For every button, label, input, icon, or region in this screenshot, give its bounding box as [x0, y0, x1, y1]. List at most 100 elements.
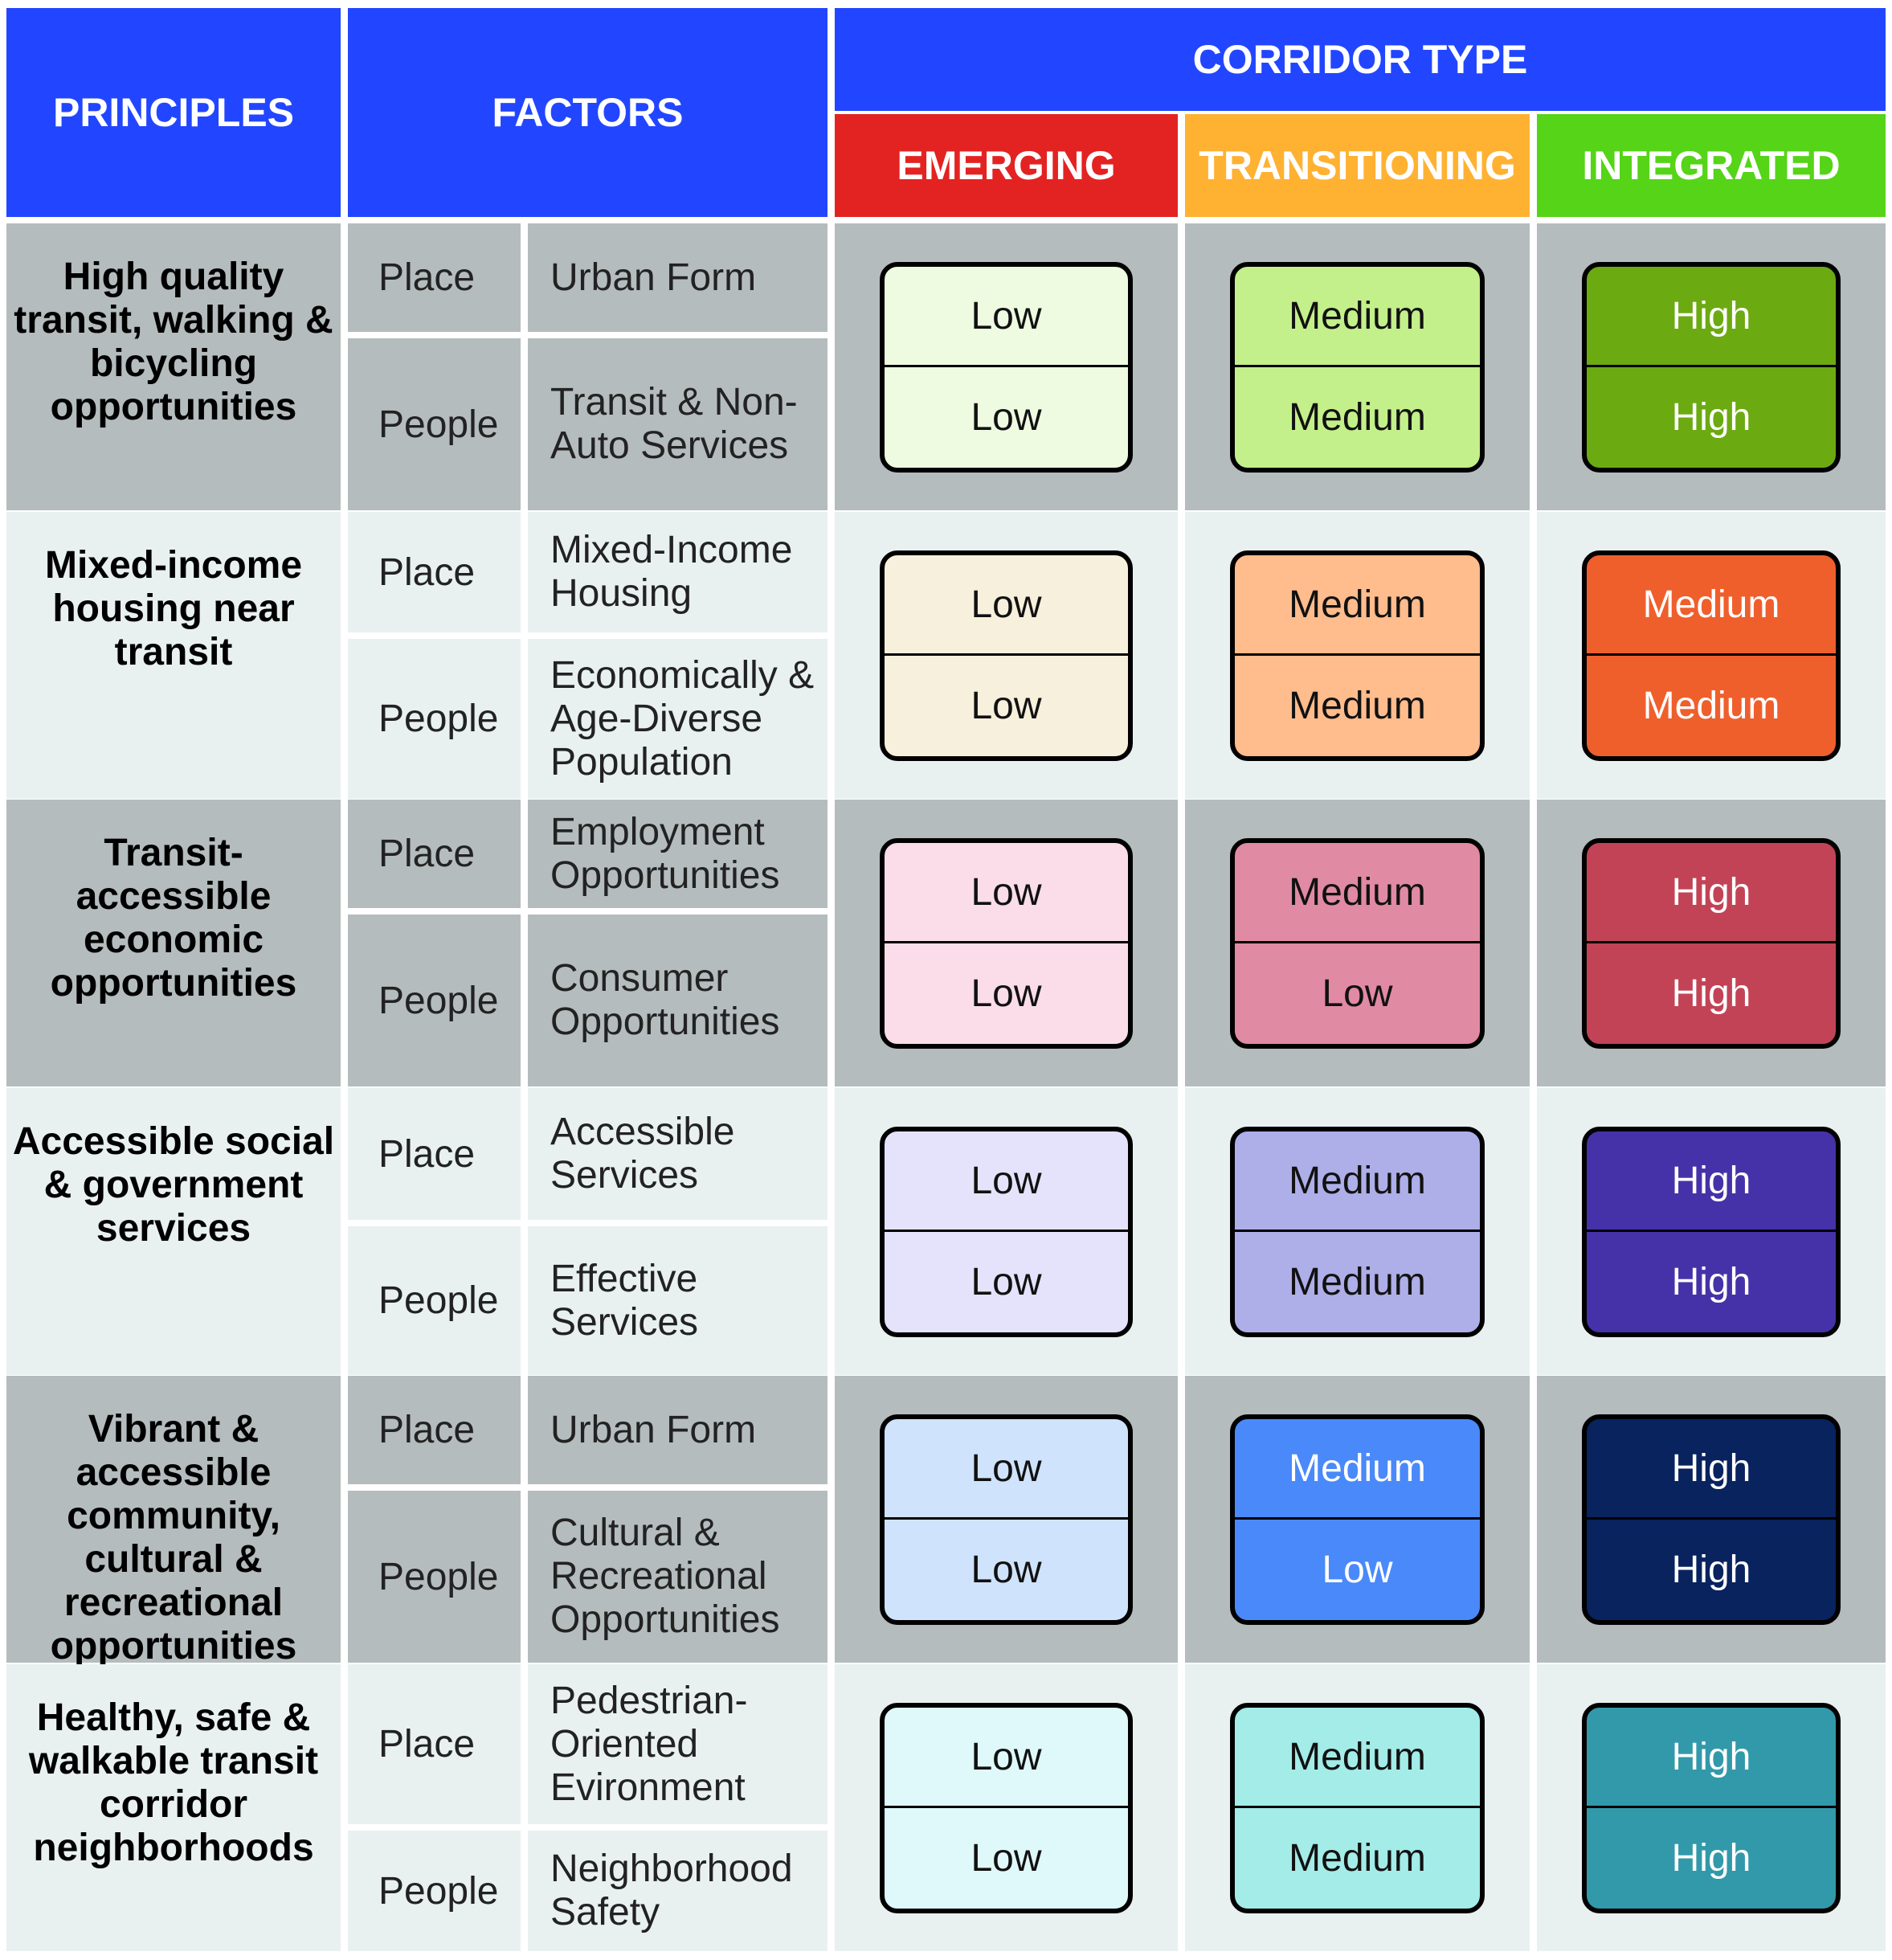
factor-name-people: Consumer Opportunities [528, 915, 827, 1086]
factor-type-people: People [348, 1831, 521, 1951]
factor-name-place: Urban Form [528, 1376, 827, 1484]
factor-type-people: People [348, 338, 521, 510]
transitioning-rating-people: Medium [1289, 396, 1426, 439]
transitioning-rating-people: Medium [1289, 1261, 1426, 1303]
principle-cell: Vibrant & accessible community, cultural… [6, 1376, 341, 1667]
factor-type-people: People [348, 639, 521, 799]
emerging-rating-people: Low [971, 1549, 1042, 1591]
factor-name-people: Neighborhood Safety [528, 1831, 827, 1951]
emerging-header: EMERGING [835, 114, 1178, 217]
transitioning-rating-place: Medium [1235, 1708, 1480, 1808]
factor-type-people: People [348, 915, 521, 1086]
transitioning-rating-people: Medium [1289, 1837, 1426, 1880]
factor-name-place: Employment Opportunities [528, 800, 827, 908]
emerging-rating-place: Low [885, 843, 1128, 943]
emerging-rating-place: Low [885, 1131, 1128, 1232]
emerging-rating-people: Low [971, 396, 1042, 439]
factor-type-people: People [348, 1491, 521, 1663]
principle-cell: High quality transit, walking & bicyclin… [6, 223, 341, 510]
principle-cell: Transit-accessible economic opportunitie… [6, 800, 341, 1086]
principles-header: PRINCIPLES [6, 8, 341, 217]
transitioning-rating-place: Medium [1235, 1419, 1480, 1520]
integrated-rating-people: High [1671, 1549, 1751, 1591]
integrated-rating-place: Medium [1587, 555, 1836, 656]
transitioning-header: TRANSITIONING [1185, 114, 1530, 217]
factor-type-place: Place [348, 512, 521, 632]
emerging-rating-place: Low [885, 555, 1128, 656]
transitioning-rating-place: Medium [1235, 1131, 1480, 1232]
emerging-rating-people: Low [971, 1261, 1042, 1303]
integrated-rating-people: High [1671, 1261, 1751, 1303]
factor-name-people: Effective Services [528, 1226, 827, 1375]
factor-type-place: Place [348, 223, 521, 332]
integrated-rating-people: Medium [1642, 685, 1780, 727]
corridor-type-header: CORRIDOR TYPE [835, 8, 1886, 111]
emerging-rating-people: Low [971, 1837, 1042, 1880]
factor-type-place: Place [348, 1088, 521, 1220]
integrated-rating-people: High [1671, 396, 1751, 439]
integrated-rating-people: High [1671, 972, 1751, 1015]
factor-name-place: Accessible Services [528, 1088, 827, 1220]
integrated-rating-people: High [1671, 1837, 1751, 1880]
transitioning-rating-place: Medium [1235, 843, 1480, 943]
principle-cell: Mixed-income housing near transit [6, 512, 341, 799]
factor-name-people: Economically & Age-Diverse Population [528, 639, 827, 799]
emerging-rating-place: Low [885, 1419, 1128, 1520]
transitioning-rating-people: Low [1322, 1549, 1393, 1591]
integrated-rating-place: High [1587, 1419, 1836, 1520]
integrated-rating-place: High [1587, 1708, 1836, 1808]
integrated-rating-place: High [1587, 843, 1836, 943]
emerging-rating-place: Low [885, 267, 1128, 367]
factor-type-place: Place [348, 800, 521, 908]
emerging-rating-people: Low [971, 972, 1042, 1015]
factors-header: FACTORS [348, 8, 827, 217]
integrated-rating-place: High [1587, 267, 1836, 367]
factor-name-place: Pedestrian-Oriented Evironment [528, 1664, 827, 1824]
factor-name-place: Mixed-Income Housing [528, 512, 827, 632]
transitioning-rating-place: Medium [1235, 267, 1480, 367]
emerging-rating-people: Low [971, 685, 1042, 727]
factor-type-place: Place [348, 1664, 521, 1824]
factor-name-people: Cultural & Recreational Opportunities [528, 1491, 827, 1663]
principle-cell: Accessible social & government services [6, 1088, 341, 1375]
principle-cell: Healthy, safe & walkable transit corrido… [6, 1664, 341, 1951]
transitioning-rating-people: Low [1322, 972, 1393, 1015]
integrated-rating-place: High [1587, 1131, 1836, 1232]
transitioning-rating-place: Medium [1235, 555, 1480, 656]
emerging-rating-place: Low [885, 1708, 1128, 1808]
